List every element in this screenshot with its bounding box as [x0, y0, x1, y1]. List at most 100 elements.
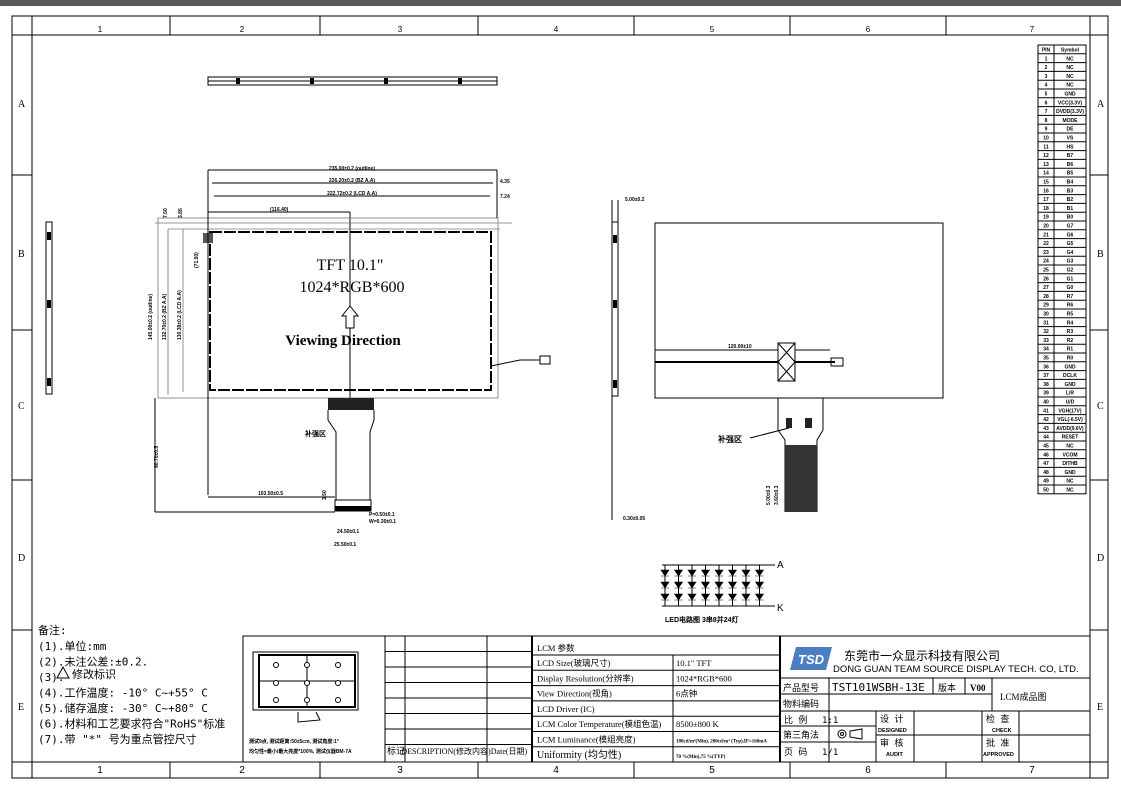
dim-bz-height: 132.70±0.2 (BZ A.A): [162, 293, 168, 340]
pin-number: 37: [1043, 373, 1049, 379]
led-diode-icon: [687, 593, 697, 601]
pin-number: 7: [1045, 109, 1048, 115]
pin-number: 10: [1043, 136, 1049, 142]
pin-number: 9: [1045, 127, 1048, 133]
pin-number: 8: [1045, 118, 1048, 124]
lcm-param-label: LCD Size(玻璃尺寸): [537, 658, 611, 668]
row-marker-right: E: [1097, 702, 1103, 713]
rev-description-header: DESCRIPTION(修改内容): [401, 746, 491, 756]
pin-number: 1: [1045, 56, 1048, 62]
column-marker-top: 3: [398, 25, 403, 34]
dim-pin-span: 24.50±0.1: [337, 529, 359, 535]
lcm-param-label: LCM Luminance(模组亮度): [537, 735, 636, 745]
row-marker-right: D: [1097, 553, 1104, 564]
pin-number: 26: [1043, 276, 1049, 282]
dim-fpc-width: 25.50±0.1: [334, 542, 356, 548]
pin-number: 21: [1043, 232, 1049, 238]
rev-date-header: Date(日期): [491, 747, 528, 756]
led-diode-icon: [741, 593, 751, 601]
note-item: (3).: [38, 671, 65, 684]
test-note-1: 测试9点, 测试距离:50±5cm, 测试角度:1°: [249, 738, 339, 745]
page-label: 页 码: [784, 747, 807, 758]
pin-symbol: VGH(17V): [1058, 408, 1081, 414]
viewer-top-bar: [0, 0, 1121, 6]
pin-number: 11: [1043, 144, 1049, 150]
dim-fpc-gap: 3.50: [322, 490, 328, 500]
company-name-cn: 东莞市一众显示科技有限公司: [844, 648, 1000, 663]
pin-table-border: [1037, 44, 1087, 495]
pin-number: 16: [1043, 188, 1049, 194]
dim-fpc-offset: 103.50±0.5: [258, 491, 283, 497]
note-item: (6).材料和工艺要求符合"RoHS"标准: [38, 717, 225, 731]
test-point: [273, 680, 279, 686]
column-marker-bottom: 2: [239, 765, 245, 776]
led-diode-icon: [741, 569, 751, 577]
pin-symbol: DCLK: [1063, 373, 1077, 379]
dim-bz-width: 226.20±0.2 (BZ A.A): [329, 178, 376, 184]
led-diode-icon: [741, 581, 751, 589]
led-diode-icon: [727, 569, 738, 577]
title-block: TSD 东莞市一众显示科技有限公司 DONG GUAN TEAM SOURCE …: [780, 647, 1090, 762]
pin-number: 30: [1043, 312, 1049, 318]
pin-number: 38: [1043, 382, 1049, 388]
led-diode-icon: [673, 593, 684, 601]
pin-number: 6: [1045, 100, 1048, 106]
pin-number: 4: [1045, 83, 1048, 89]
pin-symbol: NC: [1066, 56, 1074, 62]
lcm-param-label: LCD Driver (IC): [537, 704, 595, 714]
pin-symbol: B7: [1067, 153, 1074, 159]
lcm-param-value: 70 %(Min),75 %(TYP): [676, 755, 726, 760]
led-diode-icon: [714, 593, 724, 601]
pin-number: 23: [1043, 250, 1049, 256]
pin-symbol: RESET: [1062, 435, 1079, 441]
pin-symbol: B0: [1067, 215, 1074, 221]
designed-cn: 设 计: [880, 713, 903, 725]
pin-number: 12: [1043, 153, 1049, 159]
test-point: [304, 697, 310, 703]
pin-number: 32: [1043, 329, 1049, 335]
panel-resolution: 1024*RGB*600: [300, 279, 405, 296]
pin-symbol: R5: [1067, 312, 1074, 318]
warning-triangle-icon: [56, 665, 70, 679]
row-marker-left: A: [18, 99, 26, 110]
pin-symbol: VCC(3.3V): [1058, 100, 1083, 106]
drawing-name: LCM成品图: [1000, 691, 1047, 702]
pin-number: 22: [1043, 241, 1049, 247]
pin-symbol: B2: [1067, 197, 1074, 203]
pin-symbol: GND: [1064, 382, 1076, 388]
pin-symbol: B5: [1067, 171, 1074, 177]
dim-aa-width: 222.72±0.2 (LCD A.A): [327, 191, 377, 197]
model-label: 产品型号: [783, 682, 819, 694]
scale-label: 比 例: [784, 714, 807, 726]
column-marker-top: 4: [554, 25, 559, 34]
pin-symbol: VCOM: [1063, 452, 1078, 458]
third-angle-projection-icon: [837, 728, 863, 740]
dim-rear-1: 5.00±0.3: [766, 485, 772, 505]
left-side-view: [45, 221, 53, 395]
pin-number: 35: [1043, 356, 1049, 362]
pin-number: 2: [1045, 65, 1048, 71]
pin-number: 45: [1043, 444, 1049, 450]
company-logo: [790, 647, 832, 670]
pin-symbol: NC: [1066, 83, 1074, 89]
led-circuit: A K LED电路图 3串8并24灯: [660, 560, 784, 624]
dim-top-2: 3.85: [178, 208, 184, 218]
pin-symbol: NC: [1066, 444, 1074, 450]
pin-symbol: G0: [1067, 285, 1074, 291]
test-point: [335, 680, 341, 686]
row-marker-left: E: [18, 702, 24, 713]
pin-symbol: GND: [1064, 470, 1076, 476]
dim-cable-length: 120.00±10: [728, 344, 752, 350]
panel-title: TFT 10.1": [317, 257, 384, 274]
pin-number: 41: [1043, 408, 1049, 414]
pin-number: 27: [1043, 285, 1049, 291]
pin-number: 36: [1043, 364, 1049, 370]
pin-symbol: NC: [1066, 74, 1074, 80]
pin-symbol: G7: [1067, 224, 1074, 230]
front-view: TFT 10.1" 1024*RGB*600 Viewing Direction…: [148, 166, 551, 548]
pin-number: 44: [1043, 435, 1049, 441]
pin-symbol: R2: [1067, 338, 1074, 344]
led-diode-icon: [700, 569, 711, 577]
pin-number: 25: [1043, 268, 1049, 274]
